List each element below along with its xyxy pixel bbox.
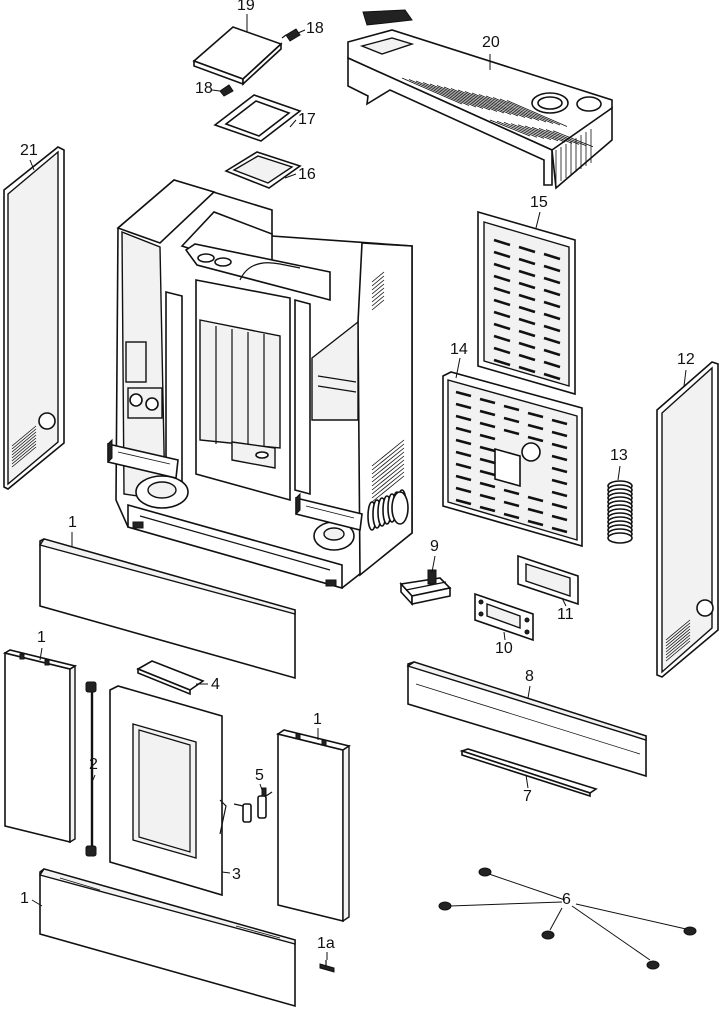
label-part-17: 17 — [298, 111, 316, 128]
part-14-rear-panel — [442, 371, 583, 548]
part-5-door-handle — [233, 787, 273, 823]
part-11-flange-gasket — [517, 554, 579, 606]
leader-lines — [29, 14, 687, 960]
part-21-left-side-panel — [3, 146, 65, 490]
part-16-gasket — [224, 151, 302, 189]
label-part-10: 10 — [495, 640, 513, 657]
part-18-screw-top — [281, 28, 301, 42]
part-7-strip — [459, 748, 598, 798]
part-17-frame — [213, 94, 302, 142]
label-part-11: 11 — [557, 606, 574, 623]
label-part-12: 12 — [677, 351, 695, 368]
part-8-rail — [406, 661, 647, 778]
part-1-front-panel-bottom — [38, 868, 296, 1008]
part-1-front-panel-right — [276, 729, 351, 923]
part-6-adjustable-feet — [438, 867, 697, 970]
part-13-flexible-hose — [607, 480, 633, 544]
part-1-front-panel-left — [2, 649, 78, 844]
label-part-5: 5 — [255, 767, 264, 784]
label-part-3: 3 — [232, 866, 241, 883]
label-part-4: 4 — [211, 676, 220, 693]
part-12-right-side-panel — [656, 361, 719, 678]
label-part-9: 9 — [430, 538, 439, 555]
label-part-2: 2 — [89, 756, 98, 773]
part-1-front-panel-top — [38, 538, 296, 680]
part-2-hinge-rod — [85, 681, 97, 857]
label-part-1-bottom: 1 — [20, 890, 29, 907]
label-part-18-top: 18 — [306, 20, 324, 37]
label-part-8: 8 — [525, 668, 534, 685]
part-1a-screw — [319, 960, 335, 973]
part-18-screw-left — [219, 84, 234, 97]
label-part-14: 14 — [450, 341, 468, 358]
label-part-18-left: 18 — [195, 80, 213, 97]
part-3-door — [109, 685, 227, 897]
label-part-15: 15 — [530, 194, 548, 211]
label-part-7: 7 — [523, 788, 532, 805]
label-part-6: 6 — [562, 891, 571, 908]
part-15-back-panel — [477, 210, 576, 396]
part-10-mounting-plate — [474, 592, 534, 642]
label-part-16: 16 — [298, 166, 316, 183]
part-4-deflector — [136, 660, 205, 696]
stove-body-assembly — [107, 179, 413, 590]
part-19-top-cover — [192, 26, 283, 86]
label-part-1-right: 1 — [313, 711, 322, 728]
label-part-1-plinth: 1 — [68, 514, 77, 531]
label-part-1-left: 1 — [37, 629, 46, 646]
label-part-20: 20 — [482, 34, 500, 51]
label-part-21: 21 — [20, 142, 38, 159]
part-9-igniter — [399, 569, 452, 607]
label-part-19: 19 — [237, 0, 255, 14]
label-part-1a: 1a — [317, 935, 335, 952]
label-part-13: 13 — [610, 447, 628, 464]
part-20-top-panel — [347, 9, 613, 190]
